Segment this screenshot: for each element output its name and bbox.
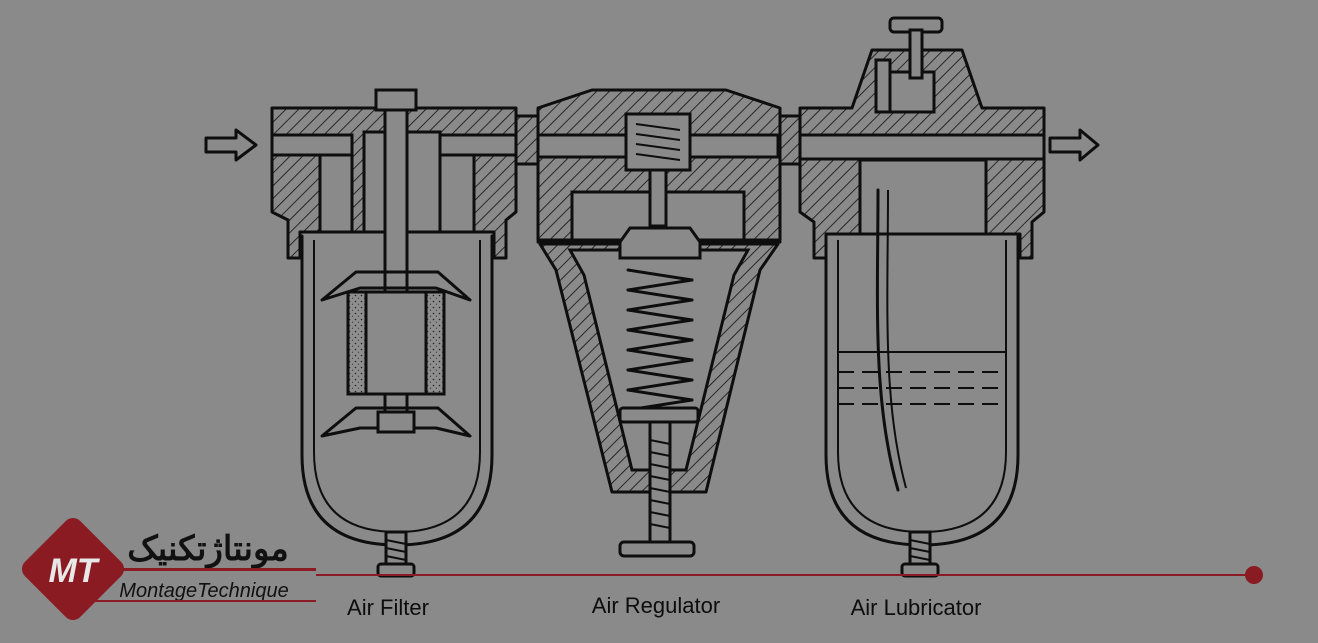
lubricator-bowl — [824, 234, 1020, 547]
logo-diamond — [21, 517, 125, 621]
coupling-1 — [514, 114, 540, 166]
siphon-tube — [875, 188, 900, 492]
filter-deflector — [320, 270, 472, 302]
coupling-2 — [778, 114, 802, 166]
inlet-arrow-icon — [204, 128, 258, 162]
regulator-piston — [618, 226, 702, 260]
accent-rule — [316, 566, 1263, 584]
adjusting-knob — [618, 540, 696, 558]
label-air-lubricator: Air Lubricator — [851, 595, 982, 620]
brand-logo: MT مونتاژتکنیک MontageTechnique — [21, 517, 316, 621]
air-filter-unit — [270, 88, 518, 578]
label-air-regulator: Air Regulator — [592, 593, 720, 618]
regulator-spring — [626, 268, 694, 412]
poppet-cage — [624, 112, 692, 172]
oil-level — [838, 351, 1006, 405]
air-regulator-unit — [536, 88, 782, 558]
logo-text-fa: مونتاژتکنیک — [127, 530, 288, 569]
outlet-arrow-icon — [1048, 128, 1100, 162]
logo-text-en: MontageTechnique — [119, 580, 288, 602]
label-air-filter: Air Filter — [347, 595, 429, 620]
air-lubricator-unit — [798, 16, 1046, 578]
filter-baffle — [320, 406, 472, 438]
